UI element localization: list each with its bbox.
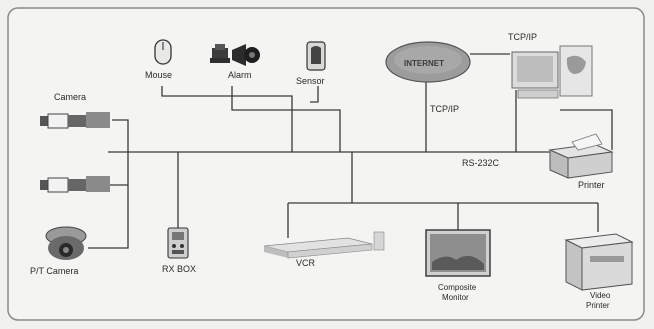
- printer-icon: [548, 133, 614, 179]
- alarm-speaker-icon: [210, 44, 260, 66]
- video-printer-icon: [564, 233, 634, 291]
- sensor-icon: [306, 41, 326, 71]
- printer-label: Printer: [578, 180, 605, 190]
- rx-box-label: RX BOX: [162, 264, 196, 274]
- alarm-label: Alarm: [228, 70, 252, 80]
- video-printer-label-line1: Video: [590, 291, 611, 300]
- tcpip-top-label: TCP/IP: [508, 32, 537, 42]
- vcr-label: VCR: [296, 258, 316, 268]
- wiring: [88, 53, 613, 249]
- sensor-label: Sensor: [296, 76, 325, 86]
- pt-camera-label: P/T Camera: [30, 266, 78, 276]
- mouse-icon: [154, 39, 172, 65]
- camera-label: Camera: [54, 92, 86, 102]
- composite-monitor-label-line1: Composite: [438, 283, 477, 292]
- tcpip-mid-label: TCP/IP: [430, 104, 459, 114]
- bullet-camera-icon: [40, 112, 110, 129]
- rx-box-icon: [167, 227, 189, 259]
- vcr-icon: [263, 231, 385, 259]
- mouse-label: Mouse: [145, 70, 172, 80]
- rs232c-label: RS-232C: [462, 158, 500, 168]
- desktop-computer-icon: [511, 45, 593, 99]
- video-printer-label-line2: Printer: [586, 301, 610, 310]
- composite-monitor-label-line2: Monitor: [442, 293, 469, 302]
- dome-camera-icon: [45, 226, 87, 260]
- bullet-camera-icon: [40, 176, 110, 193]
- monitor-icon: [425, 229, 491, 277]
- internet-label: INTERNET: [404, 59, 444, 68]
- cloud-internet-icon: [385, 41, 471, 83]
